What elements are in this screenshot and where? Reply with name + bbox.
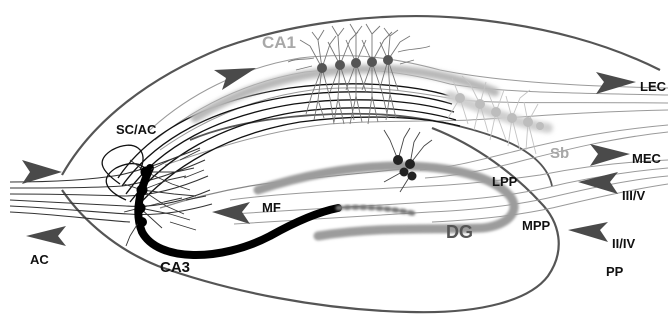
ac-input-arrow-icon [22, 160, 62, 184]
label-mf: MF [262, 200, 281, 215]
label-lec: LEC [640, 79, 667, 94]
lec-arrow-icon [596, 72, 636, 94]
label-dg: DG [446, 222, 473, 242]
ac-output-arrow-icon [26, 226, 66, 246]
label-sb: Sb [550, 145, 569, 162]
label-layer-2-4: II/IV [612, 236, 635, 251]
label-layer-3-5: III/V [622, 188, 645, 203]
schaffer-collaterals [102, 84, 460, 210]
label-ac: AC [30, 252, 49, 267]
label-ca1: CA1 [262, 33, 296, 52]
label-pp: PP [606, 264, 624, 279]
label-ca3: CA3 [160, 259, 190, 276]
label-lpp: LPP [492, 174, 518, 189]
ca3-layer-dashed [338, 207, 416, 214]
layer-3-5-arrow-icon [578, 172, 618, 194]
label-sc-ac: SC/AC [116, 122, 157, 137]
label-mpp: MPP [522, 218, 551, 233]
label-mec: MEC [632, 151, 662, 166]
layer-2-4-arrow-icon [568, 222, 608, 242]
mossy-fibers [160, 168, 410, 208]
